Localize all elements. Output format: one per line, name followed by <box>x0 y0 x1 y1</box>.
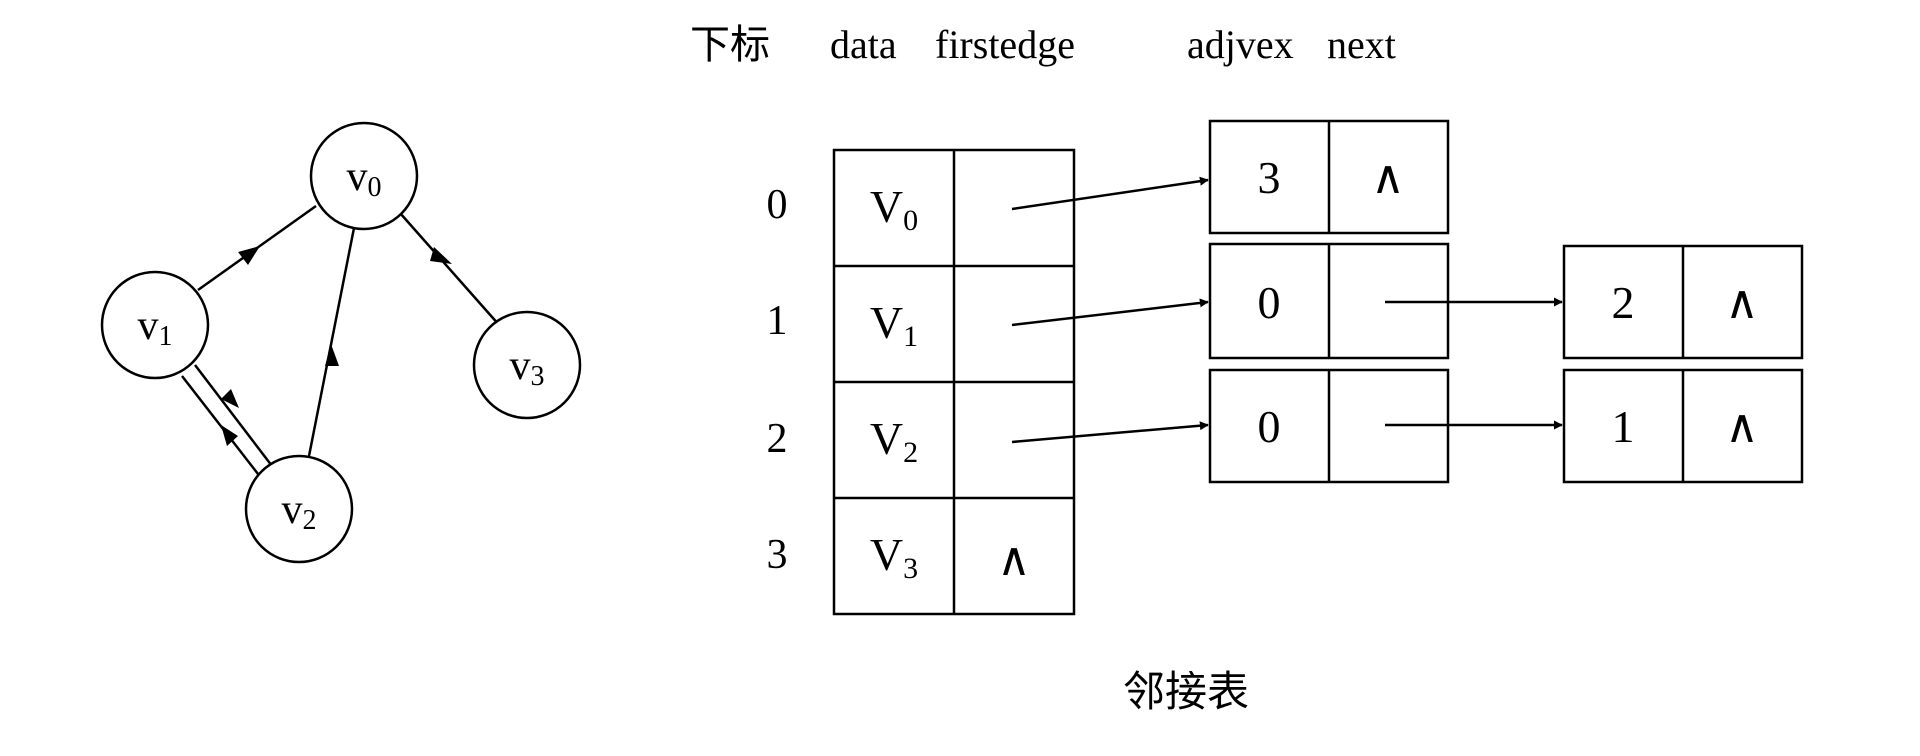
edge-v1-v0-arrow-icon <box>238 246 260 265</box>
adjvex-value: 1 <box>1612 401 1635 452</box>
row-index-2: 2 <box>767 416 788 462</box>
edge-v1-v2-arrow-icon <box>221 389 239 408</box>
index-header: 下标 <box>690 22 770 68</box>
svg-text:v3: v3 <box>510 343 545 392</box>
edge-node-e1b: 2 ∧ <box>1562 244 1804 360</box>
firstedge-header: firstedge <box>935 22 1075 67</box>
vertex-table: V0 V1 V2 V3 ∧ <box>832 148 1076 616</box>
row-indices: 0 1 2 3 <box>767 182 788 578</box>
vertex-v0: v0 <box>309 121 419 231</box>
edge-v2-v1 <box>181 375 259 475</box>
edge-v0-v3 <box>399 212 501 327</box>
vertex-v1: v1 <box>100 270 210 380</box>
edge-node-e2b: 1 ∧ <box>1562 368 1804 484</box>
edge-v0-v3-arrow-icon <box>430 247 452 264</box>
pointer-arrow-v2-to-e2a <box>1011 421 1209 444</box>
svg-text:v1: v1 <box>138 303 173 352</box>
vertex-cell-v1: V1 <box>870 297 918 353</box>
vertex-v3: v3 <box>472 310 582 420</box>
row-index-0: 0 <box>767 182 788 228</box>
pointer-arrow-v0-to-e0a <box>1011 176 1209 211</box>
row-index-3: 3 <box>767 532 788 578</box>
svg-text:v0: v0 <box>347 154 382 203</box>
firstedge-null-v3: ∧ <box>997 534 1031 585</box>
adjvex-header: adjvex <box>1187 22 1294 67</box>
adjvex-value: 0 <box>1258 401 1281 452</box>
next-null: ∧ <box>1725 277 1759 328</box>
svg-text:v2: v2 <box>282 487 317 536</box>
edge-v2-v1-arrow-icon <box>221 425 238 446</box>
edge-node-e0a: 3 ∧ <box>1208 119 1450 235</box>
column-header: 下标 data firstedge adjvex next <box>690 22 1396 68</box>
adjvex-value: 0 <box>1258 277 1281 328</box>
edge-v2-v0 <box>307 227 356 457</box>
diagram-caption: 邻接表 <box>1123 667 1249 716</box>
vertex-v2: v2 <box>244 454 354 564</box>
vertex-cell-v0: V0 <box>870 181 918 237</box>
vertex-cell-v3: V3 <box>870 529 918 585</box>
pointer-arrow-v1-to-e1a <box>1011 298 1209 327</box>
directed-graph: v0 v1 v2 v3 <box>100 121 582 564</box>
edge-v1-v2 <box>194 364 273 467</box>
adjvex-value: 2 <box>1612 277 1635 328</box>
next-null: ∧ <box>1371 152 1405 203</box>
next-header: next <box>1327 22 1396 67</box>
pointer-arrows <box>1011 176 1563 444</box>
data-header: data <box>830 22 897 67</box>
edge-v2-v0-arrow-icon <box>325 344 339 366</box>
row-index-1: 1 <box>767 298 788 344</box>
vertex-cell-v2: V2 <box>870 413 918 469</box>
next-null: ∧ <box>1725 401 1759 452</box>
adjvex-value: 3 <box>1258 152 1281 203</box>
